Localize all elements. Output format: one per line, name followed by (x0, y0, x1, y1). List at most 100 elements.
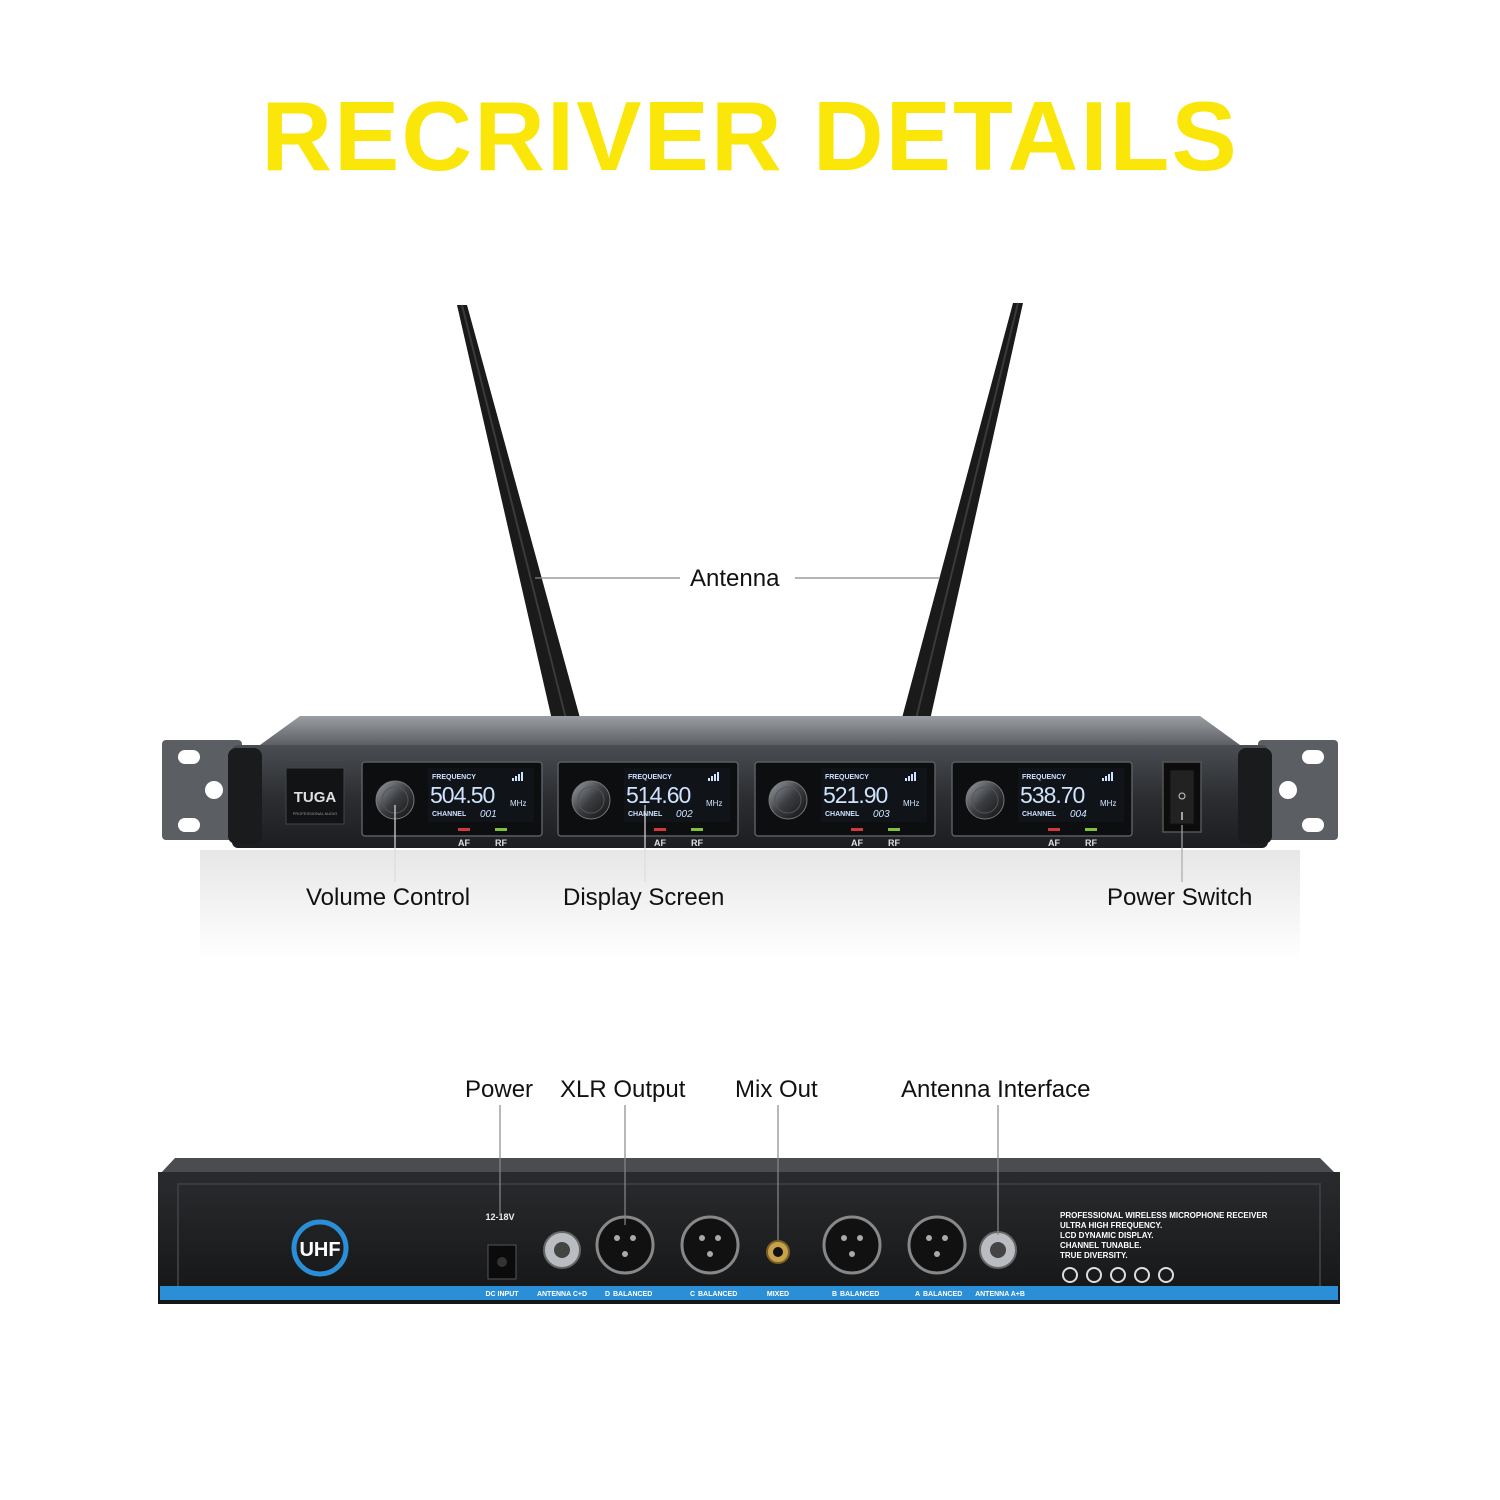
port-letter-c: C (690, 1291, 695, 1298)
frequency-label: FREQUENCY (1022, 774, 1066, 781)
rf-label: RF (691, 838, 703, 848)
power-switch-label: Power Switch (1107, 884, 1253, 911)
display-screen-label: Display Screen (563, 884, 725, 911)
af-label: AF (458, 838, 470, 848)
volume-control-label: Volume Control (306, 884, 471, 911)
antenna-ab-bnc (979, 1231, 1017, 1269)
antenna-cd-label: ANTENNA C+D (537, 1291, 587, 1298)
af-label: AF (1048, 838, 1060, 848)
antenna-cd-bnc (543, 1231, 581, 1269)
rf-label: RF (888, 838, 900, 848)
frequency-unit: MHz (1100, 799, 1116, 808)
volume-knob-3[interactable] (768, 780, 808, 820)
rack-ear-left (162, 740, 242, 840)
spec-line: CHANNEL TUNABLE. (1060, 1241, 1142, 1250)
af-label: AF (851, 838, 863, 848)
frequency-unit: MHz (706, 799, 722, 808)
xlr-port-a (907, 1215, 967, 1275)
svg-text:UHF: UHF (299, 1239, 340, 1261)
volume-knob-4[interactable] (965, 780, 1005, 820)
handle-right (1238, 748, 1272, 844)
frequency-value: 514.60 (626, 782, 691, 808)
handle-left (228, 748, 262, 844)
page-title: RECRIVER DETAILS (261, 81, 1239, 191)
chassis-top (260, 716, 1240, 745)
af-led (1048, 828, 1060, 831)
signal-icon (512, 772, 523, 781)
antenna-interface-label: Antenna Interface (901, 1076, 1091, 1103)
channel-value: 002 (676, 809, 693, 820)
a-balanced-label: BALANCED (923, 1291, 962, 1298)
power-switch[interactable] (1162, 761, 1202, 833)
rf-led (691, 828, 703, 831)
af-led (851, 828, 863, 831)
svg-text:TUGA: TUGA (294, 789, 337, 806)
xlr-port-b (822, 1215, 882, 1275)
xlr-port-d (595, 1215, 655, 1275)
rack-ear-right (1258, 740, 1338, 840)
channel-value: 004 (1070, 809, 1087, 820)
spec-line: LCD DYNAMIC DISPLAY. (1060, 1231, 1154, 1240)
uhf-logo: UHF (291, 1219, 349, 1277)
spec-line: PROFESSIONAL WIRELESS MICROPHONE RECEIVE… (1060, 1211, 1268, 1220)
c-balanced-label: BALANCED (698, 1291, 737, 1298)
mixed-label: MIXED (767, 1291, 789, 1298)
antenna-left (457, 304, 580, 720)
spec-text-block: PROFESSIONAL WIRELESS MICROPHONE RECEIVE… (1060, 1211, 1268, 1260)
mix-out-label: Mix Out (735, 1076, 818, 1103)
frequency-label: FREQUENCY (432, 774, 476, 781)
channel-label: CHANNEL (432, 811, 467, 818)
channel-label: CHANNEL (1022, 811, 1057, 818)
signal-icon (905, 772, 916, 781)
port-letter-b: B (832, 1291, 837, 1298)
power-label: Power (465, 1076, 534, 1103)
front-reflection (200, 850, 1300, 960)
af-label: AF (654, 838, 666, 848)
volume-knob-2[interactable] (571, 780, 611, 820)
antenna-right (902, 302, 1023, 720)
channel-value: 003 (873, 809, 890, 820)
frequency-unit: MHz (510, 799, 526, 808)
frequency-label: FREQUENCY (628, 774, 672, 781)
antenna-label: Antenna (690, 565, 780, 592)
frequency-value: 538.70 (1020, 782, 1085, 808)
xlr-output-label: XLR Output (560, 1076, 686, 1103)
channel-label: CHANNEL (825, 811, 860, 818)
antenna-ab-label: ANTENNA A+B (975, 1291, 1025, 1298)
channel-value: 001 (480, 809, 497, 820)
af-led (654, 828, 666, 831)
spec-line: TRUE DIVERSITY. (1060, 1251, 1128, 1260)
mix-out-jack (766, 1240, 790, 1264)
dc-input-port: 12-18V (485, 1212, 517, 1280)
frequency-unit: MHz (903, 799, 919, 808)
svg-text:PROFESSIONAL AUDIO: PROFESSIONAL AUDIO (293, 811, 338, 816)
certification-icons (1062, 1267, 1174, 1283)
svg-text:12-18V: 12-18V (485, 1212, 514, 1222)
spec-line: ULTRA HIGH FREQUENCY. (1060, 1221, 1162, 1230)
frequency-value: 504.50 (430, 782, 495, 808)
rf-label: RF (1085, 838, 1097, 848)
signal-icon (708, 772, 719, 781)
port-letter-a: A (915, 1291, 920, 1298)
xlr-port-c (680, 1215, 740, 1275)
rf-led (888, 828, 900, 831)
b-balanced-label: BALANCED (840, 1291, 879, 1298)
frequency-label: FREQUENCY (825, 774, 869, 781)
signal-icon (1102, 772, 1113, 781)
rf-led (1085, 828, 1097, 831)
dc-input-label: DC INPUT (485, 1291, 519, 1298)
rf-led (495, 828, 507, 831)
rf-label: RF (495, 838, 507, 848)
d-balanced-label: BALANCED (613, 1291, 652, 1298)
brand-logo: TUGA PROFESSIONAL AUDIO (285, 767, 345, 825)
port-letter-d: D (605, 1291, 610, 1298)
